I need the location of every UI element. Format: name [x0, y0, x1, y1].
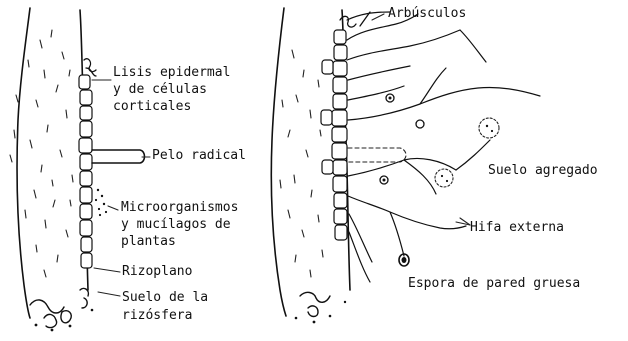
left-root — [10, 8, 150, 331]
label-micro-line3: plantas — [121, 234, 176, 250]
label-lisis-line3: corticales — [113, 99, 191, 115]
label-suelo-line1: Suelo de la — [122, 290, 208, 306]
label-lisis-line1: Lisis epidermal — [113, 65, 230, 81]
label-pelo-radical: Pelo radical — [152, 148, 246, 164]
external-hyphae — [347, 12, 540, 282]
right-root-texture — [280, 50, 323, 277]
label-suelo-agregado: Suelo agregado — [488, 163, 598, 179]
label-micro-line2: y mucílagos de — [121, 217, 231, 233]
label-espora: Espora de pared gruesa — [408, 276, 580, 292]
right-soil-crumbs — [295, 292, 346, 323]
label-suelo-line2: rizósfera — [122, 308, 192, 324]
label-rizoplano: Rizoplano — [122, 264, 192, 280]
left-epidermal-cells — [79, 75, 92, 268]
label-lisis-line2: y de células — [113, 82, 207, 98]
label-hifa-externa: Hifa externa — [470, 220, 564, 236]
left-soil-crumbs — [30, 288, 93, 331]
label-arbusculos: Arbúsculos — [388, 6, 466, 22]
right-cortical-cells — [321, 30, 347, 240]
microorganism-dots — [95, 189, 107, 216]
label-micro-line1: Microorganismos — [121, 200, 238, 216]
